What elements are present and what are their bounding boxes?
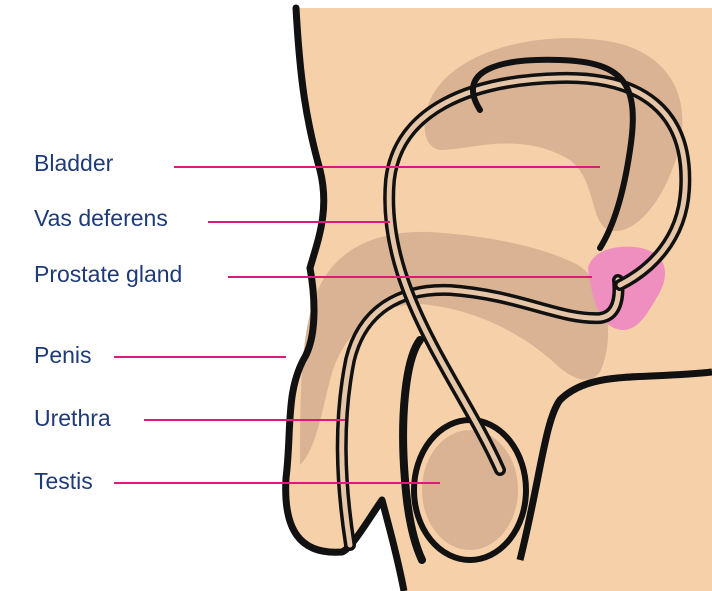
label-bladder: Bladder <box>34 152 113 175</box>
label-penis: Penis <box>34 344 92 367</box>
testis-shape <box>422 430 518 550</box>
label-testis: Testis <box>34 470 93 493</box>
label-urethra: Urethra <box>34 407 111 430</box>
label-vas-deferens: Vas deferens <box>34 207 168 230</box>
label-prostate: Prostate gland <box>34 263 182 286</box>
